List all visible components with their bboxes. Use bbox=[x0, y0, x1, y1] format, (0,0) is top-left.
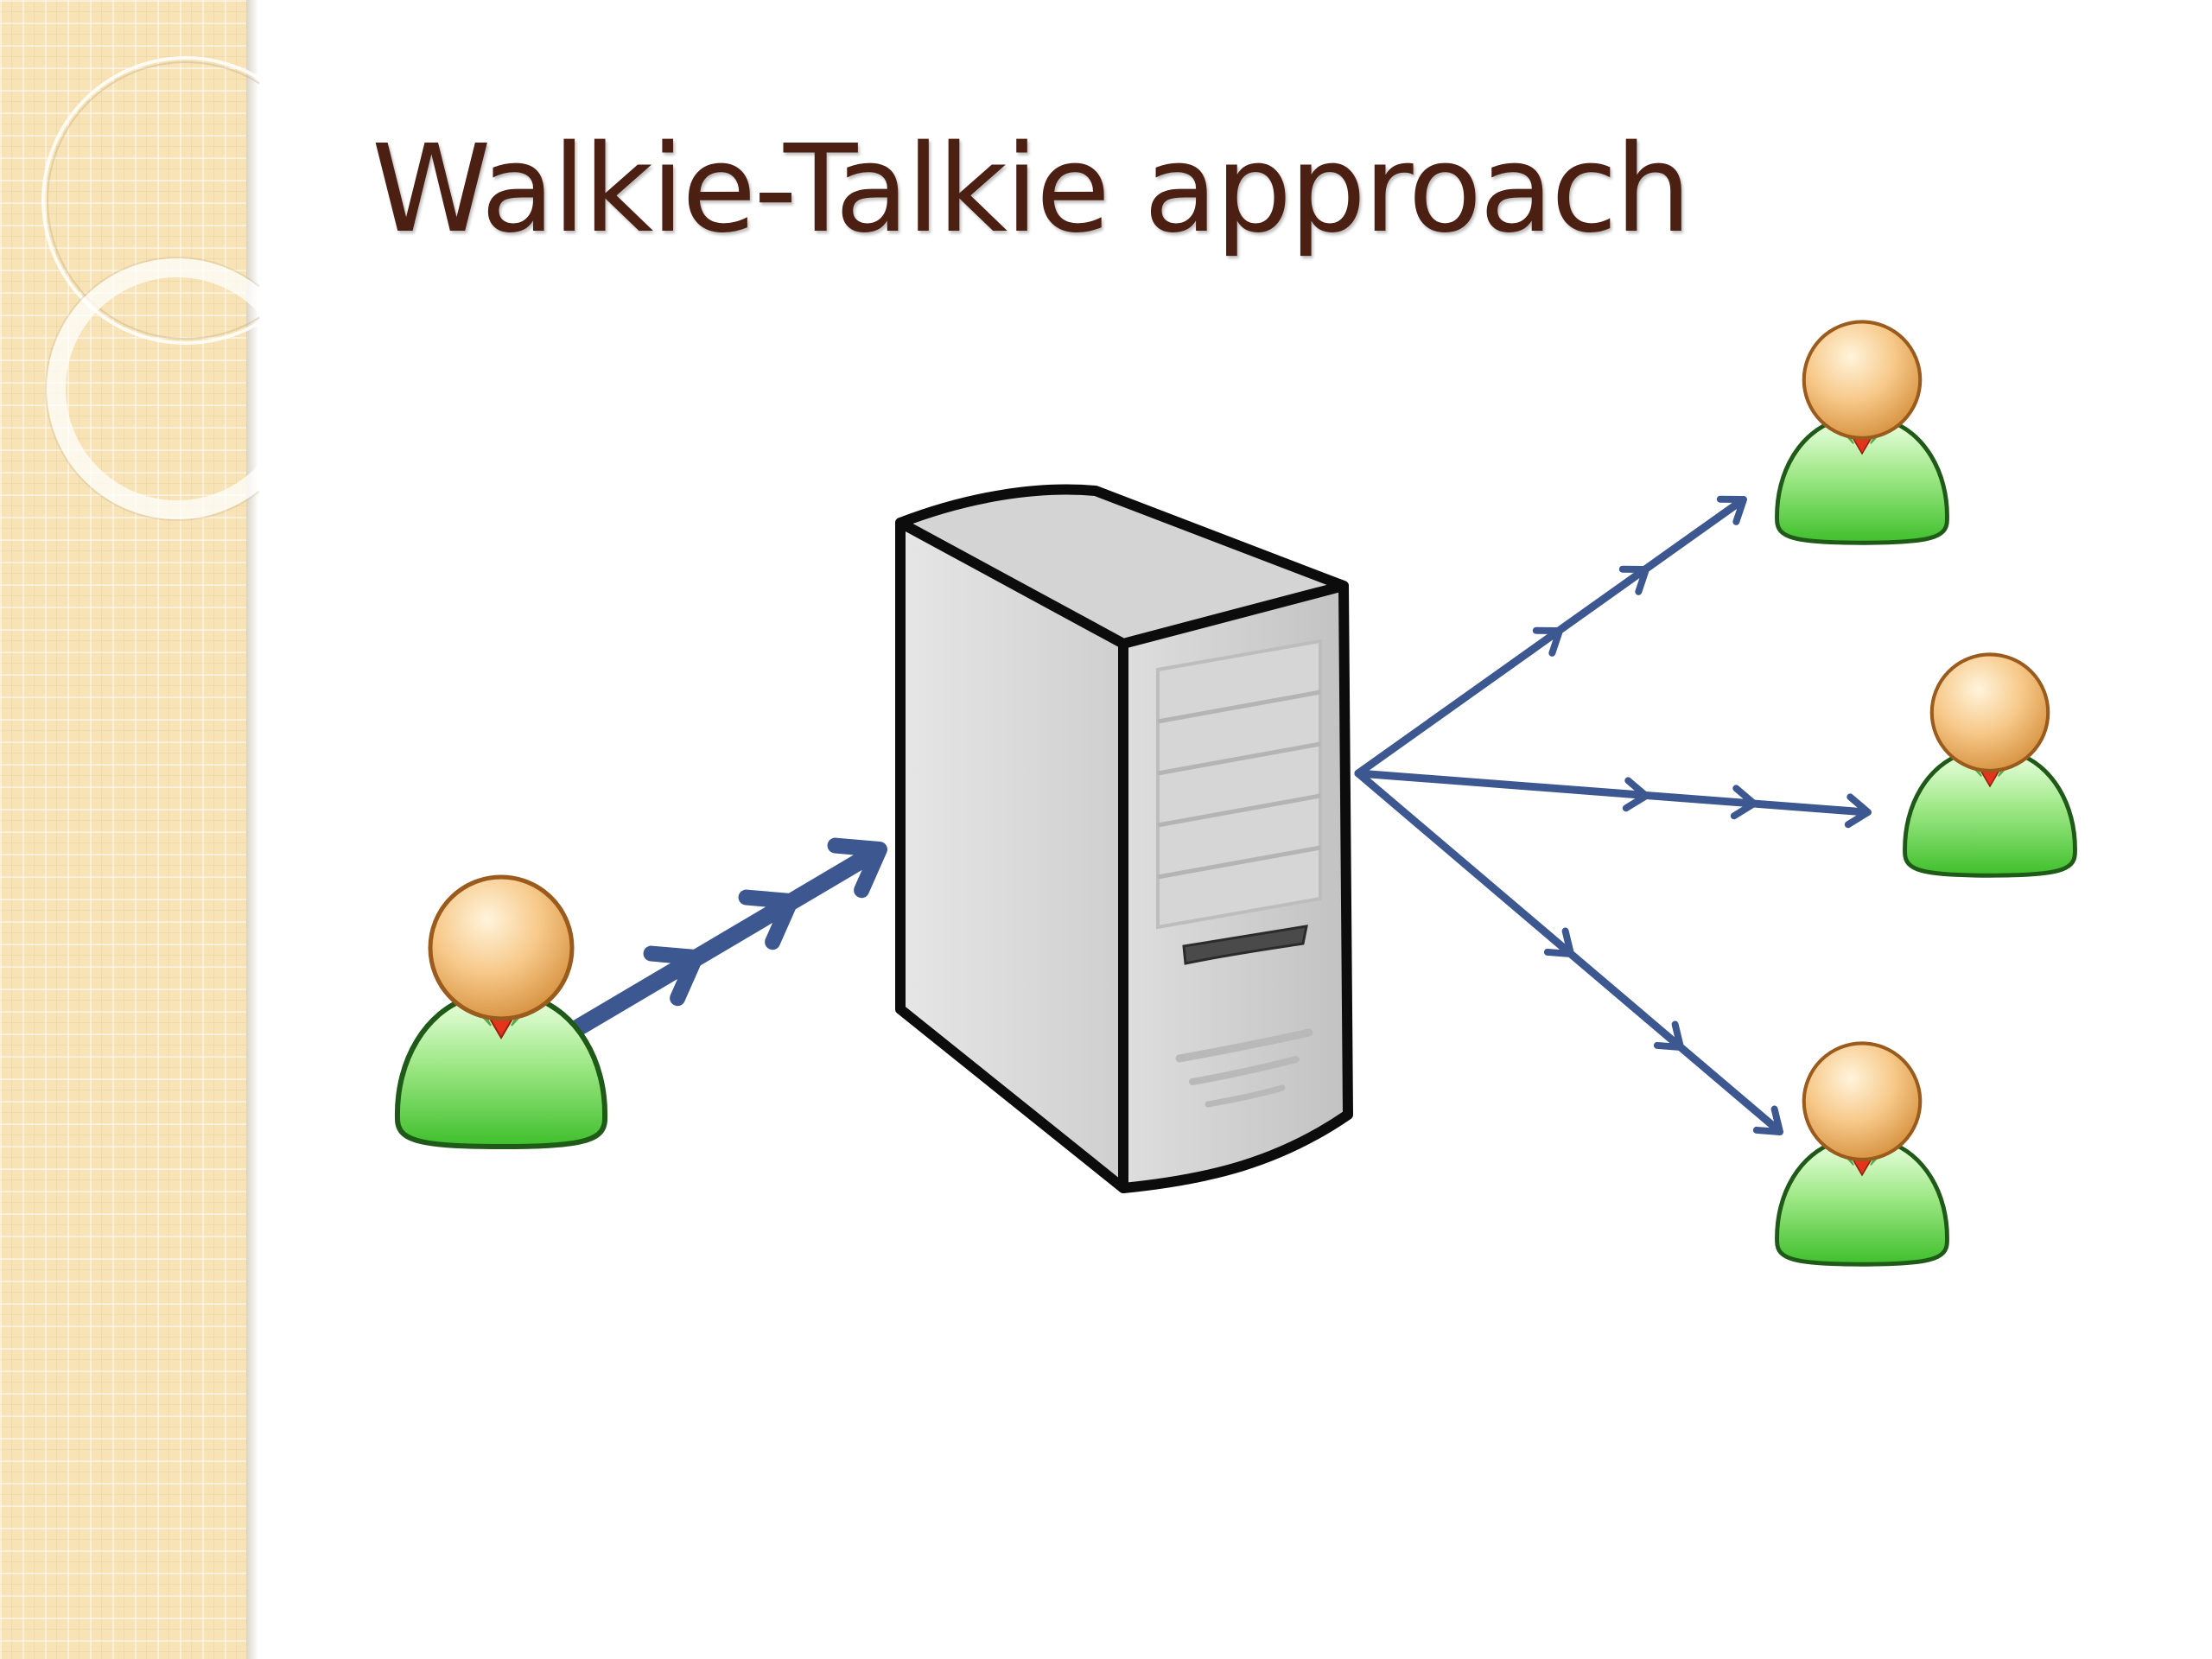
slide-title: Walkie-Talkie approach bbox=[372, 119, 1692, 260]
outgoing-arrow-bottom bbox=[1354, 769, 1789, 1142]
side-panel-shadow bbox=[246, 0, 258, 1659]
user-icon-receiver-bottom bbox=[1777, 1043, 1948, 1264]
user-icon-sender bbox=[397, 877, 605, 1147]
user-icon-receiver-middle bbox=[1905, 654, 2075, 875]
decorative-rings bbox=[41, 56, 259, 521]
outgoing-arrow-middle bbox=[1354, 769, 1869, 826]
incoming-arrow bbox=[569, 827, 893, 1037]
user-icon-receiver-top bbox=[1777, 321, 1948, 543]
outgoing-arrow-top bbox=[1354, 488, 1751, 778]
server-tower-icon bbox=[895, 484, 1353, 1193]
